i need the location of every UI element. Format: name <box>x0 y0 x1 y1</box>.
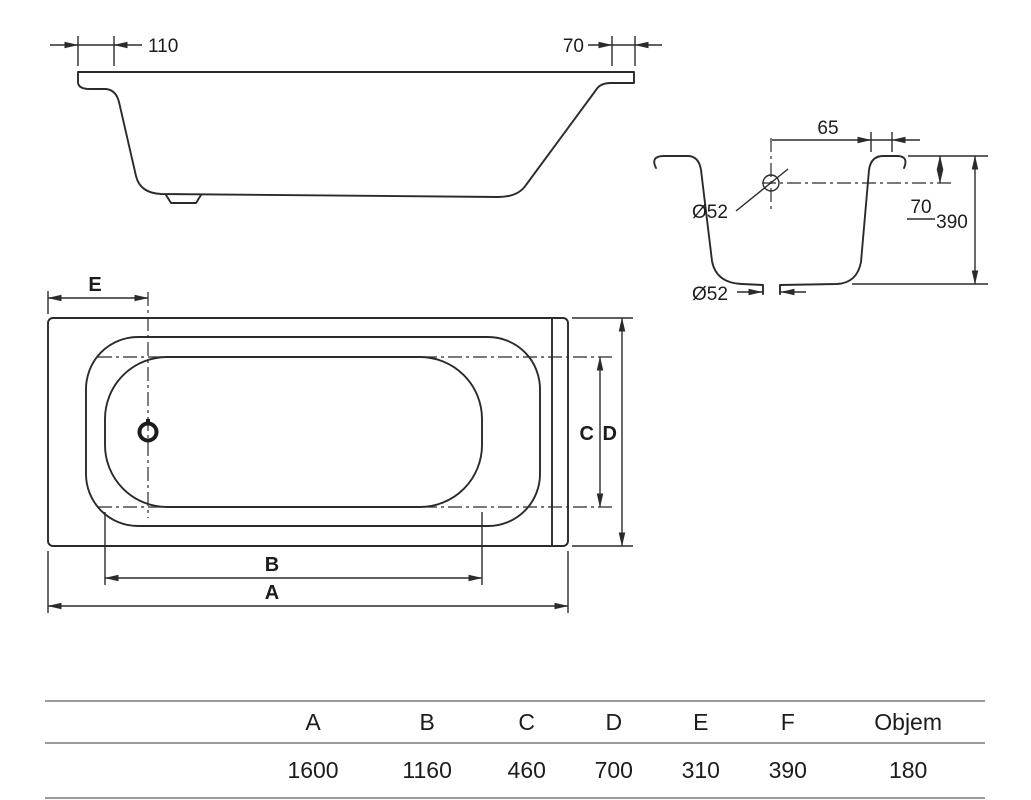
plan-dim-b-label: B <box>265 554 279 576</box>
plan-outer-rim <box>47 317 569 547</box>
table-header-row: A B C D E F Objem <box>45 701 985 743</box>
table-value-b: 1160 <box>402 757 452 783</box>
table-header-b: B <box>419 709 435 735</box>
table-header-c: C <box>518 709 536 735</box>
plan-view: E C D B A <box>47 274 633 613</box>
table-value-objem: 180 <box>888 757 928 783</box>
drawing-svg: 110 70 Ø52 <box>47 36 988 613</box>
plan-dim-a: A <box>47 551 569 613</box>
table-header-a: A <box>305 709 321 735</box>
plan-dim-d: D <box>572 317 633 547</box>
table-value-f: 390 <box>768 757 807 783</box>
plan-inner-rim <box>85 336 541 527</box>
section-dim-drain-bottom: Ø52 <box>692 284 806 305</box>
section-dim-390: 390 <box>936 155 979 285</box>
section-dim-390-label: 390 <box>936 212 968 233</box>
table-row-label <box>45 743 255 798</box>
side-dim-110: 110 <box>50 36 178 66</box>
side-view-foot <box>165 194 202 204</box>
table-header-objem: Objem <box>874 709 943 735</box>
section-view: Ø52 65 70 390 <box>653 118 988 305</box>
table-header-d: D <box>605 709 623 735</box>
section-drain-top-label: Ø52 <box>692 202 728 223</box>
table-header-e: E <box>693 709 709 735</box>
side-dim-110-label: 110 <box>148 36 178 57</box>
table-value-row: 1600 1160 460 700 310 390 180 <box>45 743 985 798</box>
plan-dim-c: C <box>580 356 604 508</box>
section-dim-70: 70 <box>907 155 944 220</box>
section-drain-bottom-label: Ø52 <box>692 284 728 305</box>
plan-floor-edge <box>104 356 483 508</box>
plan-dim-b: B <box>104 512 483 585</box>
table-value-e: 310 <box>681 757 720 783</box>
section-dim-70-label: 70 <box>910 197 931 218</box>
table-value-a: 1600 <box>287 757 339 783</box>
side-view-outline <box>77 71 635 198</box>
plan-dim-e-label: E <box>88 274 101 296</box>
table-header-f: F <box>780 709 795 735</box>
section-dim-65-label: 65 <box>817 118 838 139</box>
section-dim-65: 65 <box>772 118 920 152</box>
section-outline-left <box>653 155 764 295</box>
section-drain-leader <box>735 168 789 212</box>
side-dim-70: 70 <box>563 36 662 66</box>
plan-dim-a-label: A <box>265 582 279 604</box>
plan-dim-d-label: D <box>603 423 617 445</box>
plan-dim-e: E <box>47 274 149 314</box>
plan-dim-c-label: C <box>580 423 594 445</box>
side-view: 110 70 <box>50 36 662 204</box>
dimension-table: A B C D E F Objem 1600 1160 460 700 310 <box>45 700 985 799</box>
table-value-c: 460 <box>507 757 546 783</box>
side-dim-70-label: 70 <box>563 36 584 57</box>
table-value-d: 700 <box>594 757 633 783</box>
section-outline-right <box>779 155 907 295</box>
table-corner-cell <box>45 701 255 743</box>
